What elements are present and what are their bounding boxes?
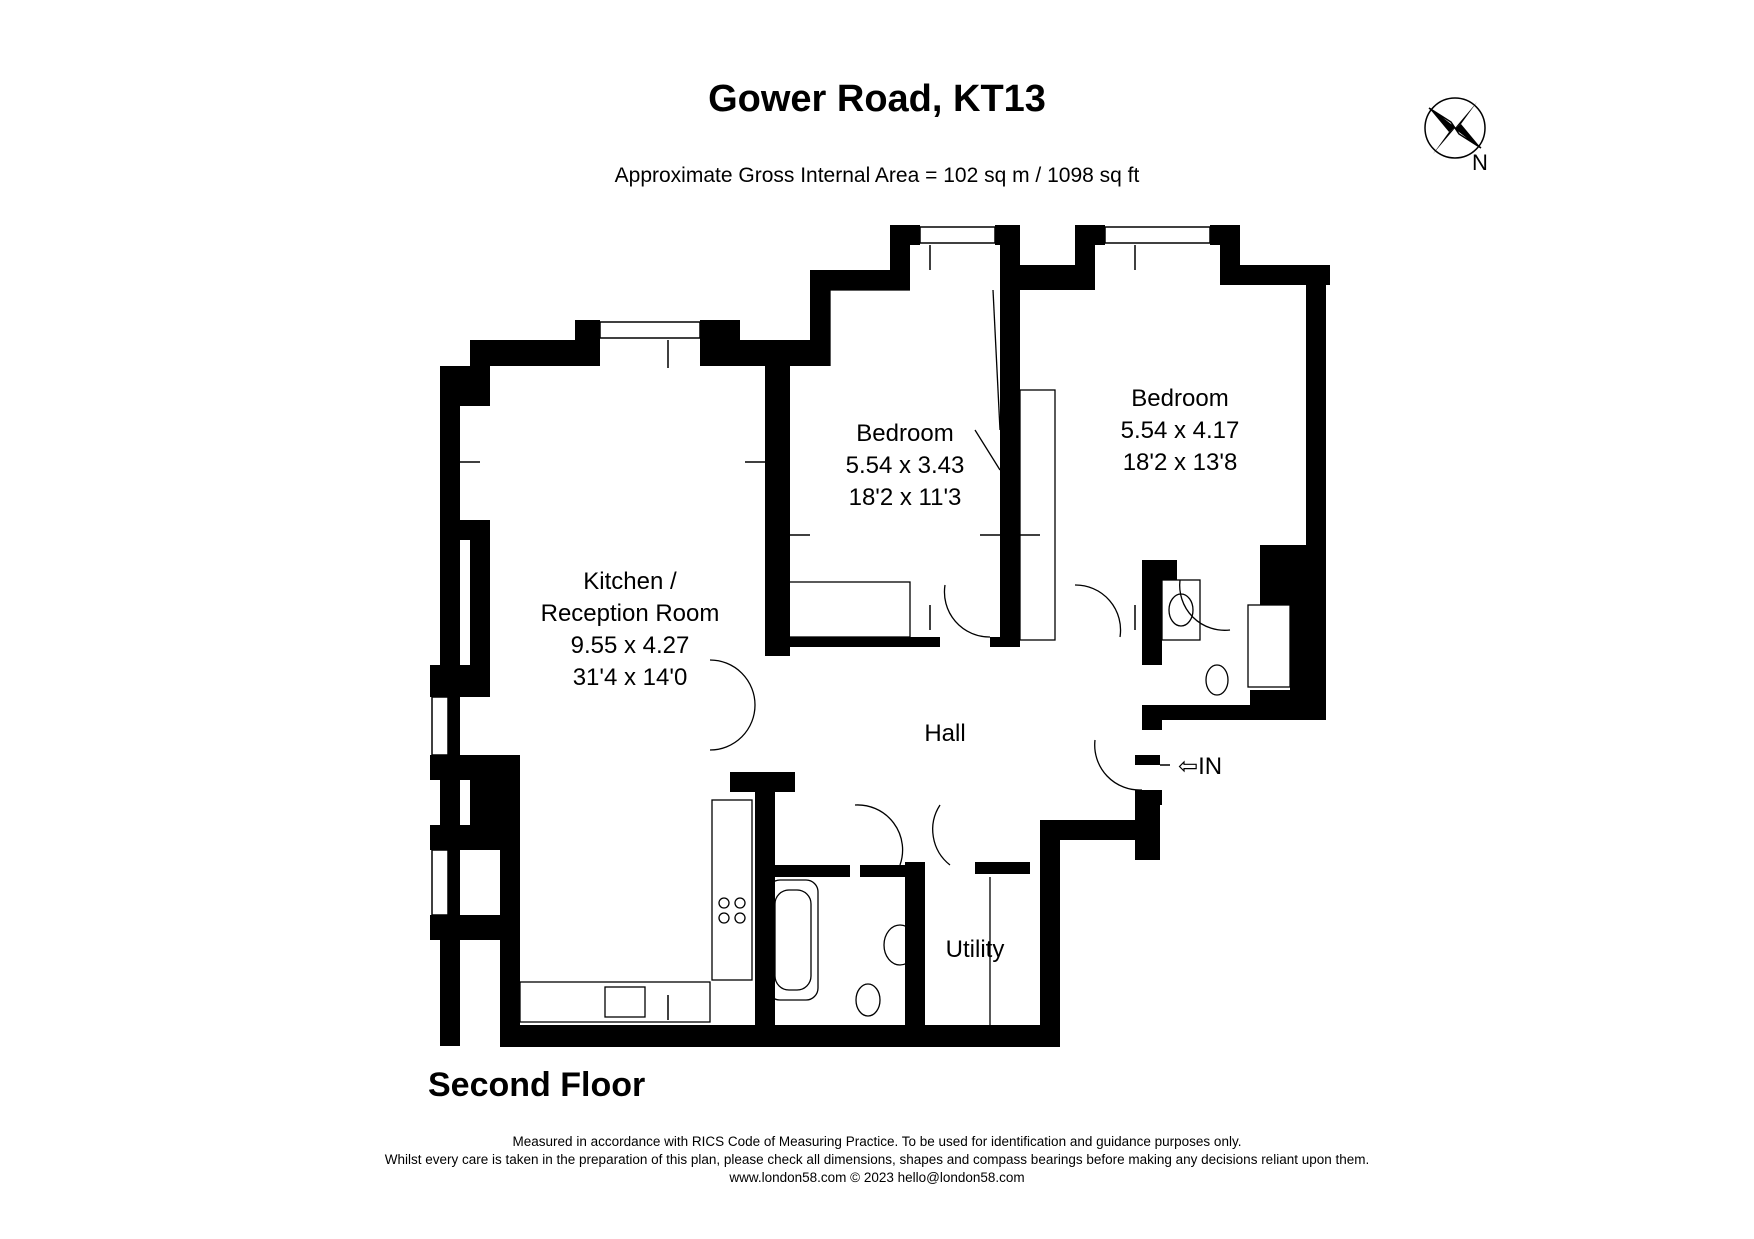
hob-ring: [718, 912, 730, 924]
kitchen-worktop-side: [711, 799, 753, 981]
toilet-ensuite: [1205, 664, 1229, 696]
room-label-utility: Utility: [930, 934, 1020, 966]
room-dimensions-metric: 5.54 x 4.17: [1120, 417, 1240, 444]
disclaimer-line: Measured in accordance with RICS Code of…: [512, 1134, 1242, 1149]
room-name: Utility: [945, 936, 1005, 963]
entrance-text: IN: [1198, 753, 1223, 780]
walls: [430, 225, 1330, 1047]
door-swing: [1094, 739, 1143, 791]
door-swing: [932, 804, 951, 866]
room-label-hall: Hall: [895, 718, 995, 750]
door-swing: [943, 584, 991, 638]
windows: [431, 226, 1211, 916]
room-label-kitchen: Kitchen / Reception Room 9.55 x 4.27 31'…: [525, 566, 735, 694]
door-swing: [709, 659, 756, 706]
room-label-bedroom-2: Bedroom 5.54 x 4.17 18'2 x 13'8: [1090, 383, 1270, 479]
area-subtitle: Approximate Gross Internal Area = 102 sq…: [614, 164, 1140, 187]
disclaimer-line: www.london58.com © 2023 hello@london58.c…: [729, 1170, 1025, 1185]
radiator-arrows: [460, 245, 1170, 1020]
window-bedroom2: [1104, 226, 1211, 244]
room-label-bedroom-1: Bedroom 5.54 x 3.43 18'2 x 11'3: [815, 418, 995, 514]
basin-ensuite: [1161, 579, 1201, 641]
hob-ring: [734, 912, 746, 924]
wardrobe-bedroom1: [769, 581, 911, 638]
door-swing: [1179, 579, 1231, 631]
shower-tray: [1247, 604, 1291, 688]
room-name: Kitchen /: [583, 568, 677, 595]
room-dimensions-metric: 9.55 x 4.27: [570, 632, 690, 659]
room-name: Bedroom: [1131, 385, 1229, 412]
kitchen-sink: [604, 986, 646, 1018]
toilet-bathroom: [855, 983, 881, 1017]
compass-north-label: N: [1472, 150, 1488, 175]
door-swing: [854, 804, 904, 866]
room-dimensions-imperial: 18'2 x 11'3: [848, 484, 962, 511]
door-swing: [1074, 584, 1122, 638]
bathtub: [767, 879, 819, 1001]
wall-segment: [765, 366, 790, 656]
wardrobe-bedroom2: [1019, 389, 1056, 641]
hob-ring: [718, 897, 730, 909]
window-kitchen-side-1: [431, 696, 449, 756]
window-bedroom1: [919, 226, 996, 244]
disclaimer: Measured in accordance with RICS Code of…: [0, 1133, 1754, 1187]
entrance-arrow-icon: ⇦: [1178, 753, 1199, 780]
door-swing: [709, 704, 756, 751]
room-dimensions-imperial: 31'4 x 14'0: [572, 664, 688, 691]
kitchen-worktop-bottom: [519, 981, 711, 1023]
room-dimensions-imperial: 18'2 x 13'8: [1122, 449, 1238, 476]
floor-name: Second Floor: [428, 1066, 646, 1104]
room-name: Bedroom: [856, 420, 954, 447]
compass-rose-icon: [1424, 97, 1486, 159]
hob-ring: [734, 897, 746, 909]
plan-title: Gower Road, KT13: [708, 78, 1046, 120]
room-name: Hall: [924, 720, 966, 747]
basin-bathroom: [883, 924, 917, 966]
window-kitchen-side-2: [431, 849, 449, 916]
room-dimensions-metric: 5.54 x 3.43: [845, 452, 965, 479]
entrance-label: ⇦IN: [1178, 752, 1222, 781]
room-name: Reception Room: [540, 600, 720, 627]
disclaimer-line: Whilst every care is taken in the prepar…: [384, 1152, 1370, 1167]
fixtures: [519, 289, 1291, 1025]
window-kitchen-top: [599, 321, 701, 339]
